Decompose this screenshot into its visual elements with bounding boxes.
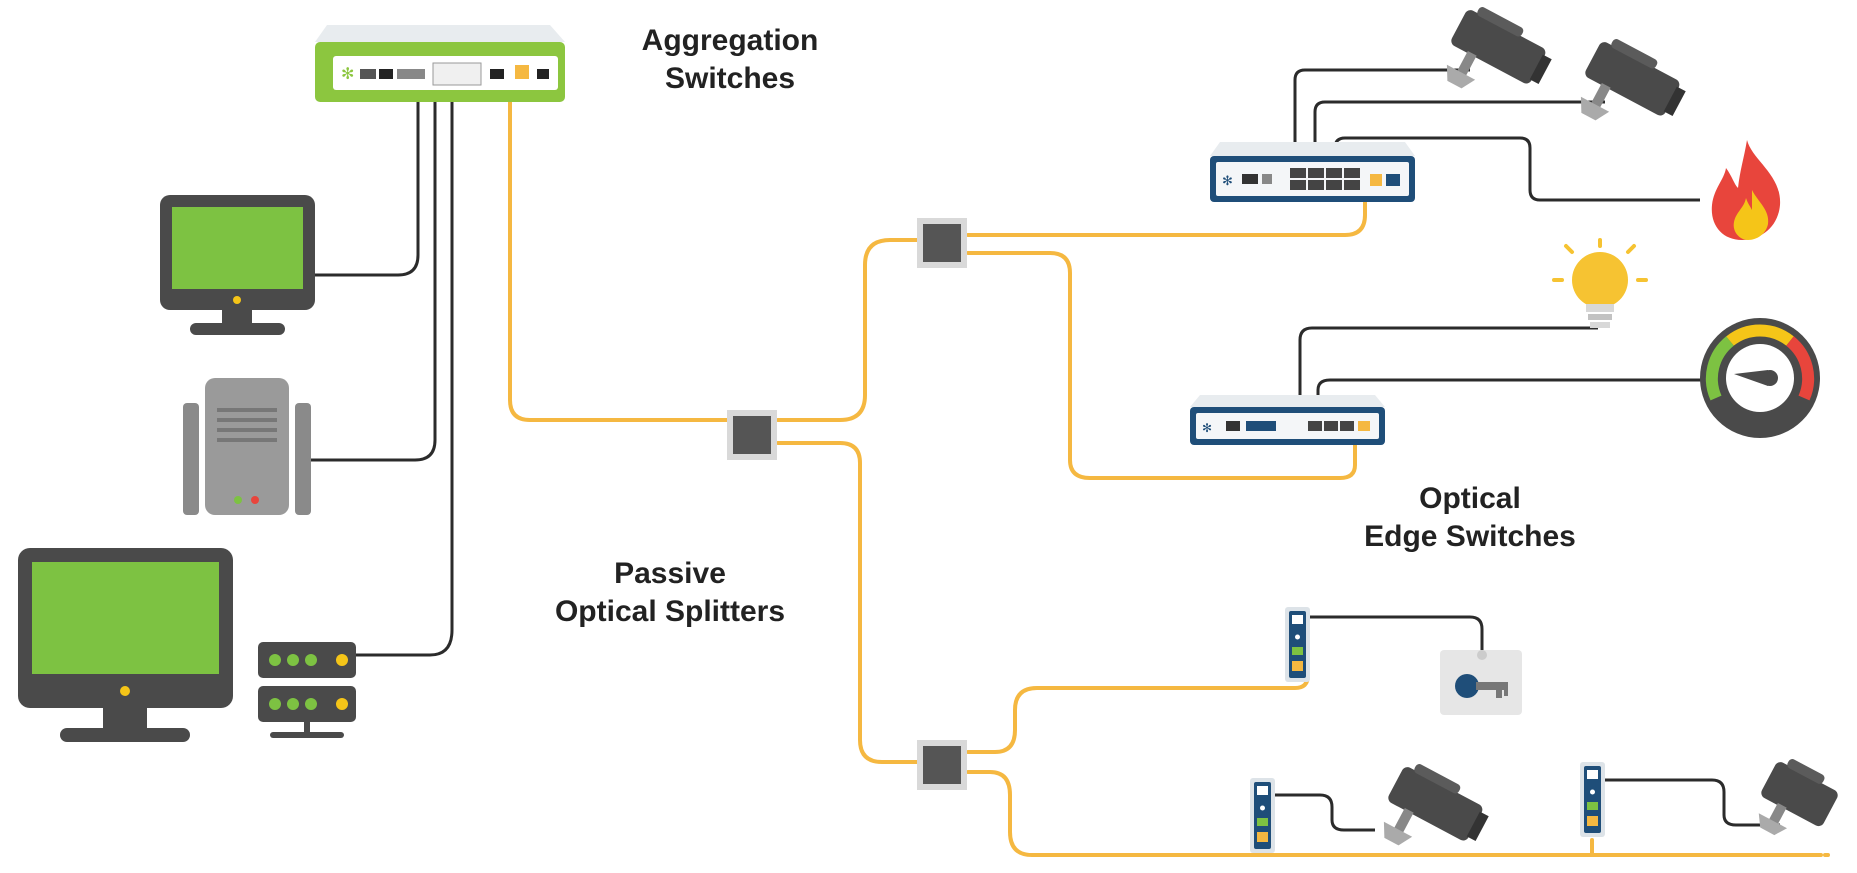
edge-switch-4 xyxy=(1250,778,1275,853)
copper-edge-1-to-camera-2 xyxy=(1313,100,1605,155)
fiber-splitter-2-to-edge-switch-1 xyxy=(966,196,1367,237)
splitter-3 xyxy=(917,740,967,790)
splitters-label-line-2: Optical Splitters xyxy=(554,595,786,628)
fiber-agg-to-splitter-1 xyxy=(508,88,730,422)
aggregation-label-line-1: Aggregation xyxy=(641,24,819,57)
fiber-splitter-3-to-bus xyxy=(966,770,1819,857)
camera-icon xyxy=(1383,764,1489,846)
aggregation-switch-top xyxy=(315,25,565,42)
edge-label-line-1: Optical xyxy=(1419,482,1521,515)
fiber-splitter-3-to-edge-switch-3 xyxy=(966,673,1310,754)
fiber-splitter-2-to-edge-switch-2 xyxy=(966,251,1357,480)
copper-edge-3-to-keycard xyxy=(1310,615,1484,650)
snowflake-icon: ✻ xyxy=(1222,174,1233,189)
edge-label-line-2: Edge Switches xyxy=(1364,520,1576,553)
copper-edge-2-to-bulb xyxy=(1298,326,1598,395)
fiber-splitter-1-to-splitter-2 xyxy=(776,238,920,422)
snowflake-icon: ✻ xyxy=(1202,421,1212,435)
fiber-links xyxy=(508,88,1832,857)
passive-optical-splitters-label: Passive Optical Splitters xyxy=(520,555,820,631)
splitters-label-line-1: Passive xyxy=(614,557,726,590)
desktop-monitor xyxy=(18,548,233,742)
edge-switch-3 xyxy=(1285,607,1310,682)
aggregation-label-line-2: Switches xyxy=(664,62,796,95)
camera-icon xyxy=(1580,39,1686,121)
network-server-rack xyxy=(258,642,356,738)
light-bulb-icon xyxy=(1552,238,1648,328)
tower-server xyxy=(183,378,311,515)
edge-switch-5 xyxy=(1580,762,1605,837)
splitter-1 xyxy=(727,410,777,460)
camera-icon xyxy=(1446,7,1552,89)
copper-edge-1-to-camera-1 xyxy=(1293,68,1470,155)
splitter-2 xyxy=(917,218,967,268)
optical-edge-switches-label: Optical Edge Switches xyxy=(1320,480,1620,556)
edge-switch-2: ✻ xyxy=(1190,395,1385,445)
copper-edge-1-to-fire xyxy=(1333,136,1700,202)
fire-icon xyxy=(1711,140,1781,240)
snowflake-icon: ✻ xyxy=(341,64,354,83)
copper-agg-to-rack xyxy=(355,90,454,657)
copper-edge-5-to-camera-4 xyxy=(1605,778,1780,827)
gauge-icon xyxy=(1700,318,1820,438)
fiber-splitter-1-to-splitter-3 xyxy=(776,441,920,764)
copper-agg-to-tower xyxy=(310,90,437,462)
copper-links xyxy=(310,68,1780,832)
keycard-reader-icon xyxy=(1440,650,1522,715)
workstation-monitor xyxy=(160,195,315,335)
copper-agg-to-workstation xyxy=(310,90,420,277)
copper-edge-2-to-gauge xyxy=(1316,378,1710,395)
copper-edge-4-to-camera-3 xyxy=(1275,793,1375,832)
edge-switch-1: ✻ xyxy=(1210,142,1415,202)
aggregation-switches-label: Aggregation Switches xyxy=(600,22,860,98)
camera-icon xyxy=(1758,759,1838,836)
aggregation-switch: ✻ xyxy=(315,25,565,102)
